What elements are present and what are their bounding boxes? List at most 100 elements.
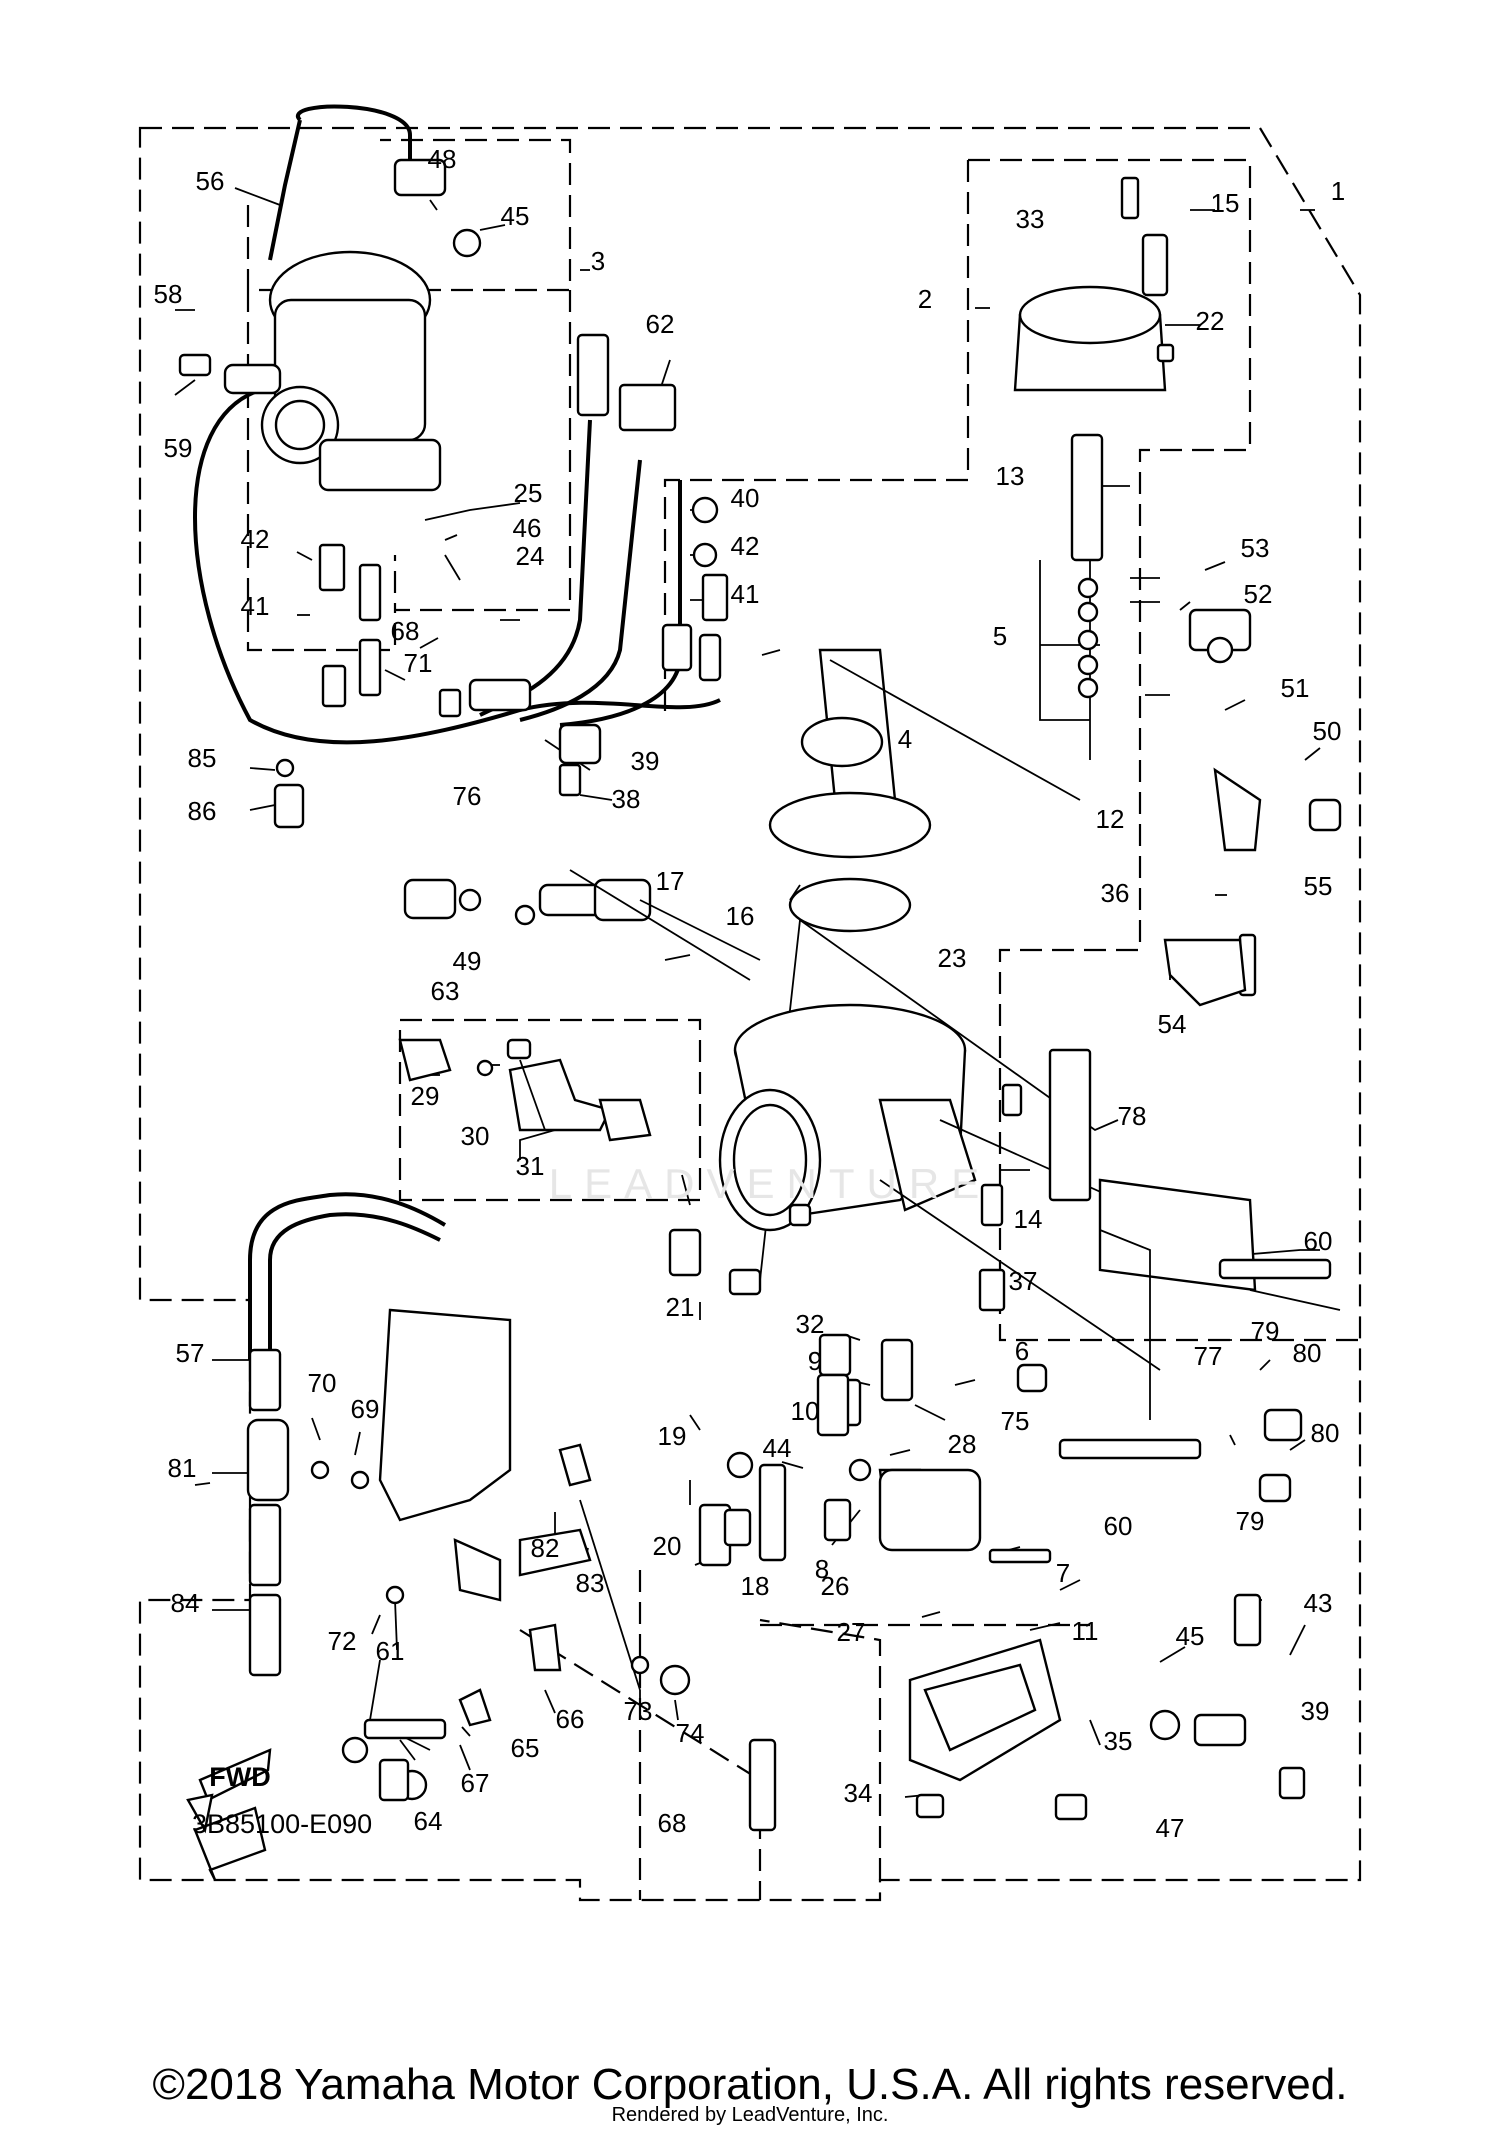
callout-8: 8	[815, 1554, 829, 1584]
callout-72: 72	[328, 1626, 357, 1656]
vacuum-piston-group	[768, 176, 1175, 933]
callout-85: 85	[188, 743, 217, 773]
callout-61: 61	[376, 1636, 405, 1666]
callout-50: 50	[1313, 716, 1342, 746]
callout-36: 36	[1101, 878, 1130, 908]
callout-30: 30	[461, 1121, 490, 1151]
subassembly-3-boundary	[246, 138, 572, 652]
callout-79: 79	[1236, 1506, 1265, 1536]
callout-41: 41	[241, 591, 270, 621]
callout-67: 67	[461, 1768, 490, 1798]
callout-49: 49	[453, 946, 482, 976]
callout-63: 63	[431, 976, 460, 1006]
callout-86: 86	[188, 796, 217, 826]
callout-58: 58	[154, 279, 183, 309]
callout-48: 48	[428, 144, 457, 174]
callout-13: 13	[996, 461, 1025, 491]
callout-74: 74	[676, 1718, 705, 1748]
callout-69: 69	[351, 1394, 380, 1424]
callout-20: 20	[653, 1531, 682, 1561]
callout-37: 37	[1009, 1266, 1038, 1296]
callout-23: 23	[938, 943, 967, 973]
callout-59: 59	[164, 433, 193, 463]
callout-51: 51	[1281, 673, 1310, 703]
callout-84: 84	[171, 1588, 200, 1618]
callout-53: 53	[1241, 533, 1270, 563]
callout-62: 62	[646, 309, 675, 339]
callout-68: 68	[391, 616, 420, 646]
callout-18: 18	[741, 1571, 770, 1601]
callout-73: 73	[624, 1696, 653, 1726]
callout-42: 42	[731, 531, 760, 561]
choke-bracket-group	[193, 1192, 691, 1881]
callout-65: 65	[511, 1733, 540, 1763]
callout-45: 45	[501, 201, 530, 231]
callout-60: 60	[1304, 1226, 1333, 1256]
lower-left-boundary	[519, 1570, 762, 1900]
callout-21: 21	[666, 1292, 695, 1322]
callout-64: 64	[414, 1806, 443, 1836]
callout-39: 39	[631, 746, 660, 776]
callout-82: 82	[531, 1533, 560, 1563]
callout-22: 22	[1196, 306, 1225, 336]
callout-41: 41	[731, 579, 760, 609]
fwd-arrow-icon: FWD	[186, 1748, 272, 1834]
callout-80: 80	[1311, 1418, 1340, 1448]
callout-75: 75	[1001, 1406, 1030, 1436]
callout-71: 71	[404, 648, 433, 678]
callout-35: 35	[1104, 1726, 1133, 1756]
throttle-linkage-group	[1048, 608, 1342, 1460]
callout-60: 60	[1104, 1511, 1133, 1541]
callout-76: 76	[453, 781, 482, 811]
callout-42: 42	[241, 524, 270, 554]
callout-4: 4	[898, 724, 912, 754]
callout-34: 34	[844, 1778, 873, 1808]
diagram-code: 3B85100-E090	[192, 1809, 372, 1839]
callout-7: 7	[1056, 1558, 1070, 1588]
callout-3: 3	[591, 246, 605, 276]
callout-39: 39	[1301, 1696, 1330, 1726]
callout-numbers: 1234567891011121314151617181920212223242…	[154, 144, 1346, 1843]
fuel-pump-group	[398, 869, 812, 1296]
callout-52: 52	[1244, 579, 1273, 609]
callout-24: 24	[516, 541, 545, 571]
fwd-label: FWD	[209, 1762, 270, 1792]
callout-38: 38	[612, 784, 641, 814]
float-chamber-group	[698, 1083, 1306, 1832]
carburetor-body	[718, 1003, 1231, 1371]
watermark: LEADVENTURE	[548, 1160, 992, 1207]
callout-28: 28	[948, 1429, 977, 1459]
callout-5: 5	[993, 621, 1007, 651]
callout-9: 9	[808, 1346, 822, 1376]
callout-29: 29	[411, 1081, 440, 1111]
callout-70: 70	[308, 1368, 337, 1398]
callout-45: 45	[1176, 1621, 1205, 1651]
callout-27: 27	[837, 1617, 866, 1647]
callout-66: 66	[556, 1704, 585, 1734]
callout-56: 56	[196, 166, 225, 196]
callout-57: 57	[176, 1338, 205, 1368]
copyright-footer: ©2018 Yamaha Motor Corporation, U.S.A. A…	[152, 2060, 1348, 2109]
carburetor-assembly-view	[178, 104, 729, 829]
subassembly-2-left	[663, 160, 970, 720]
callout-47: 47	[1156, 1813, 1185, 1843]
callout-26: 26	[821, 1571, 850, 1601]
callout-46: 46	[513, 513, 542, 543]
callout-78: 78	[1118, 1101, 1147, 1131]
callout-14: 14	[1014, 1204, 1043, 1234]
callout-11: 11	[1072, 1616, 1099, 1646]
callout-40: 40	[731, 483, 760, 513]
callout-25: 25	[514, 478, 543, 508]
callout-10: 10	[791, 1396, 820, 1426]
callout-44: 44	[763, 1433, 792, 1463]
callout-17: 17	[656, 866, 685, 896]
float-chamber-group-boundary	[759, 1618, 1090, 1880]
callout-79: 79	[1251, 1316, 1280, 1346]
callout-19: 19	[658, 1421, 687, 1451]
callout-83: 83	[576, 1568, 605, 1598]
throttle-screw-group-boundary	[398, 1018, 702, 1202]
callout-68: 68	[658, 1808, 687, 1838]
callout-31: 31	[516, 1151, 545, 1181]
callout-55: 55	[1304, 871, 1333, 901]
